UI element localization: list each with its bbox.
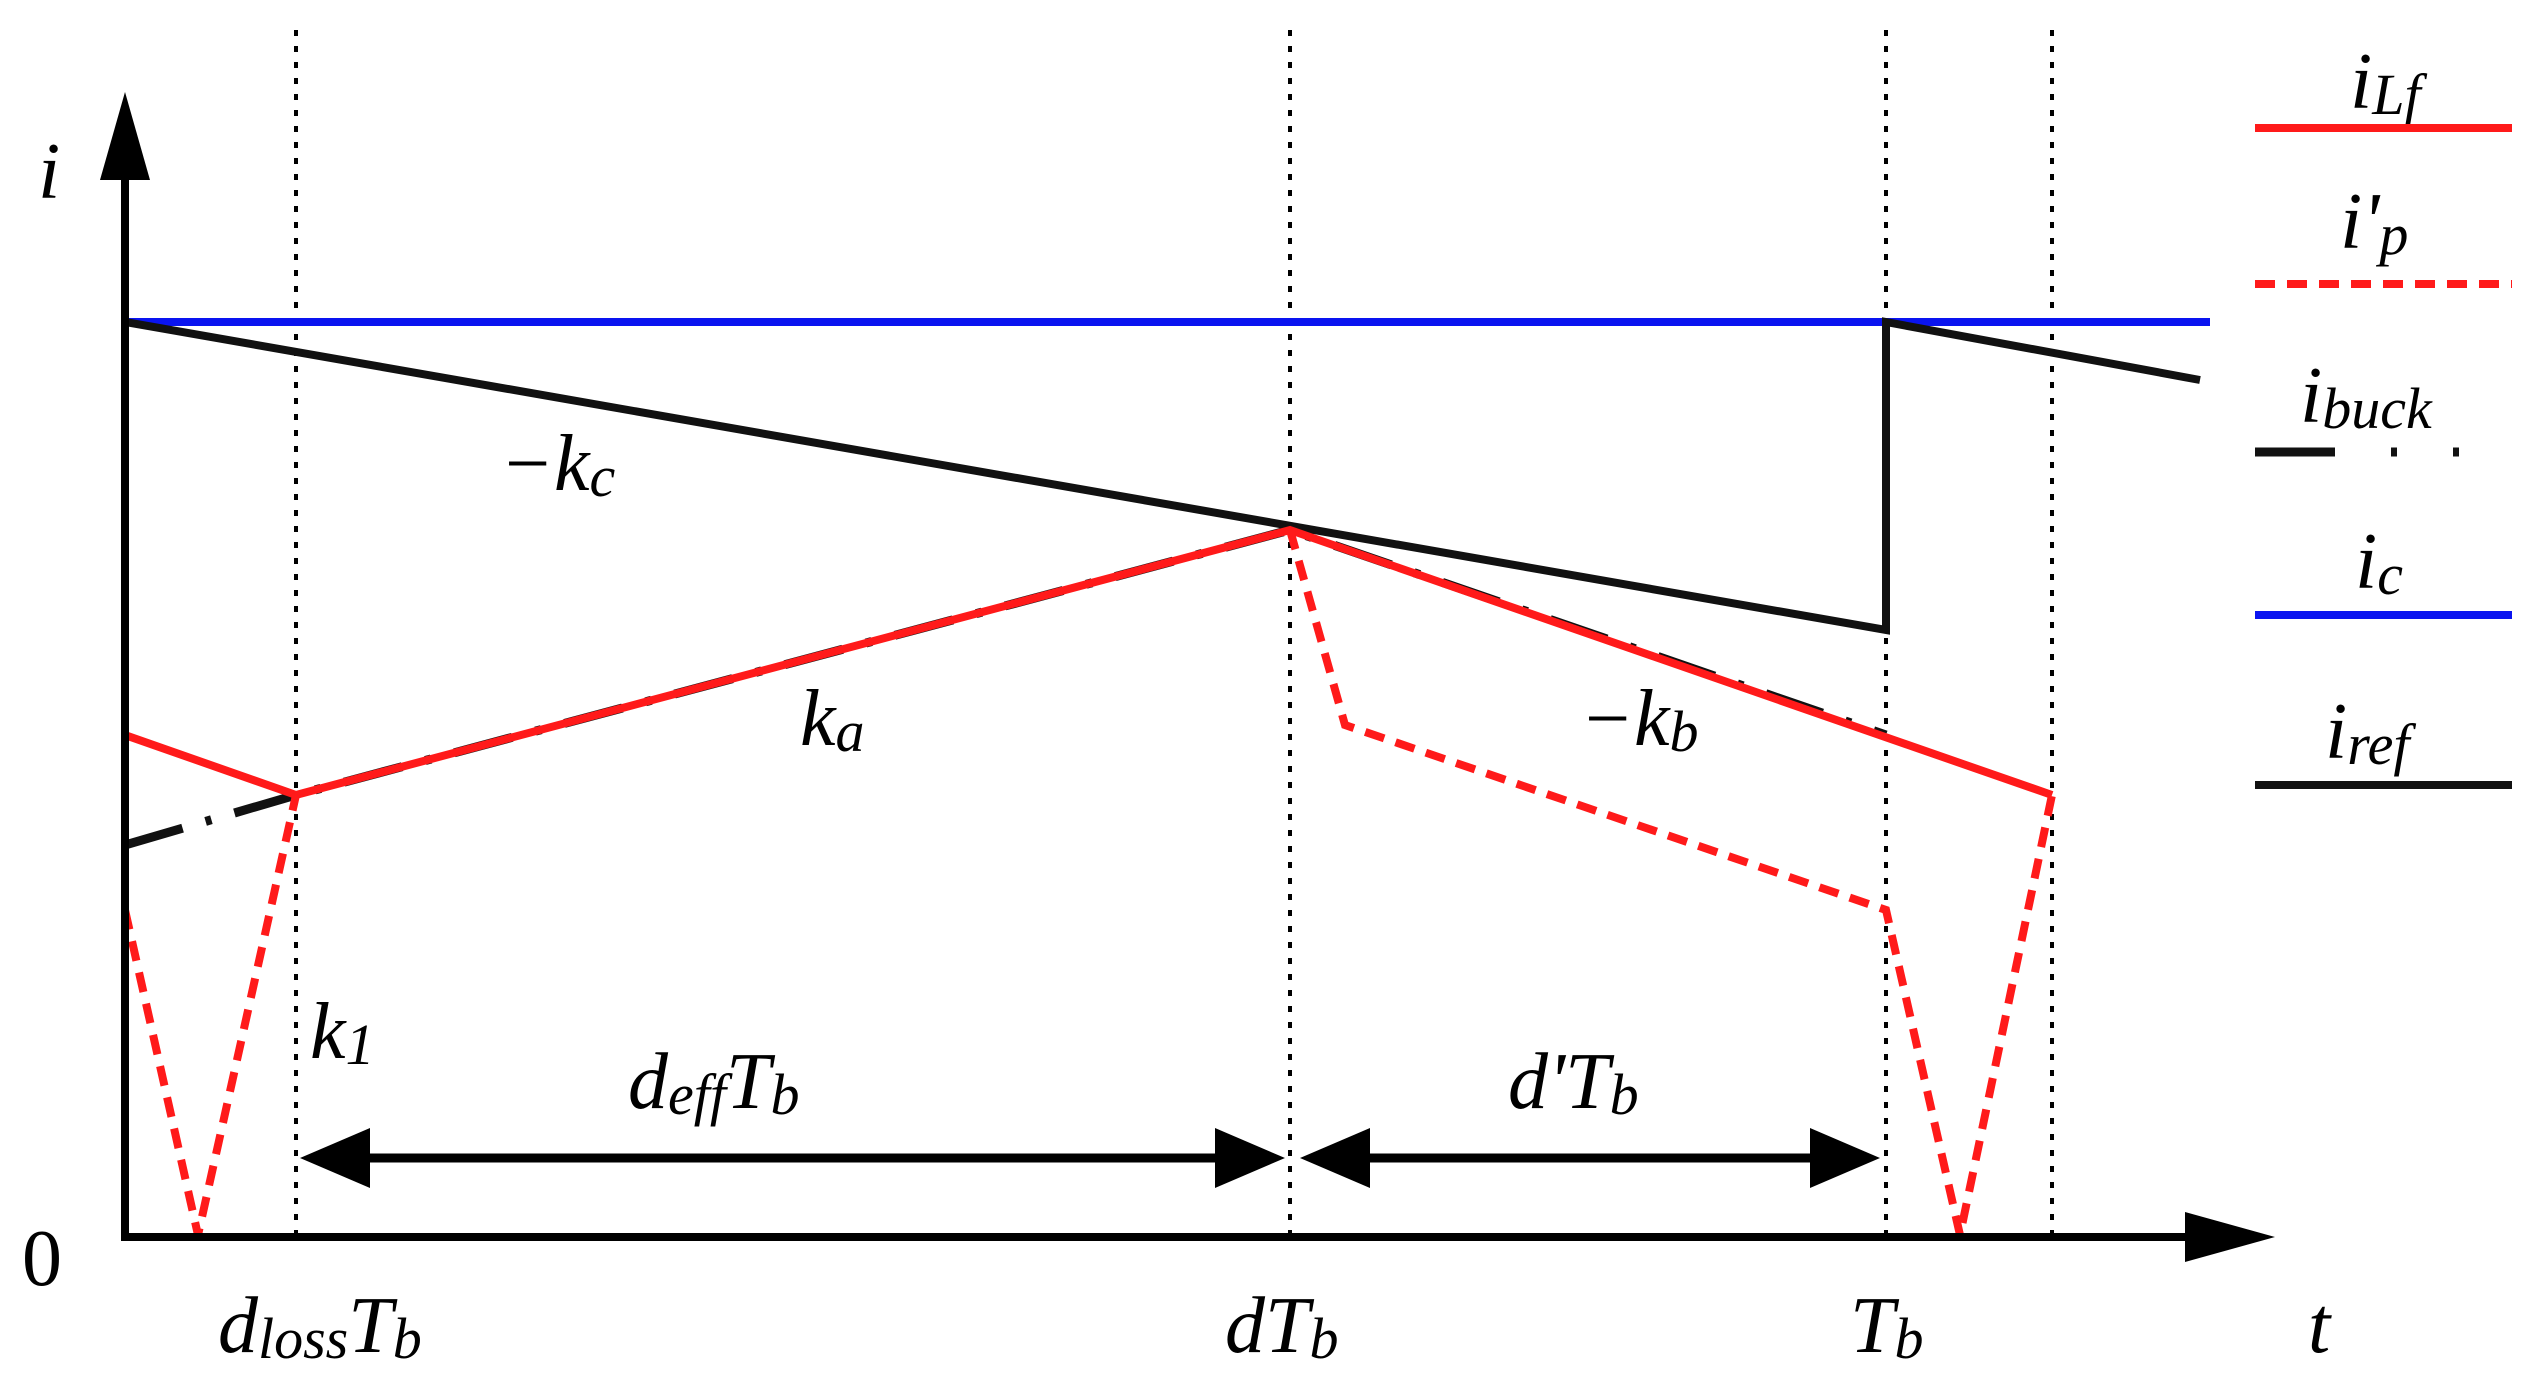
label-slope-k1: k1 [310, 988, 375, 1077]
deff-arrow-left [300, 1128, 370, 1188]
deff-arrow-right [1215, 1128, 1285, 1188]
label-deff-tb: deffTb [628, 1038, 799, 1127]
legend-label-iref: iref [2325, 688, 2416, 777]
dprime-arrow-left [1300, 1128, 1370, 1188]
ip-line-2 [1286, 528, 2056, 1236]
legend: iLf i'p ibuck ic iref [2255, 38, 2512, 789]
origin-label: 0 [22, 1215, 62, 1303]
y-axis-arrow [100, 92, 150, 180]
legend-label-ibuck: ibuck [2300, 352, 2433, 441]
x-axis-label: t [2308, 1282, 2332, 1370]
ip-line [121, 794, 300, 1236]
guide-lines [294, 30, 2054, 1245]
y-axis-label: i [38, 128, 60, 216]
axes [100, 92, 2275, 1262]
label-dprime-tb: d'Tb [1508, 1038, 1639, 1127]
tick-dtb: dTb [1225, 1282, 1339, 1371]
interval-arrows [300, 1128, 1880, 1188]
ilf-line [123, 525, 2054, 800]
legend-label-ip: i'p [2340, 178, 2408, 267]
label-slope-kb: −kb [1580, 675, 1699, 764]
x-axis-arrow [2185, 1212, 2275, 1262]
tick-dloss-tb: dlossTb [218, 1282, 422, 1371]
label-slope-ka: ka [800, 675, 865, 764]
legend-label-ic: ic [2355, 518, 2403, 607]
tick-tb: Tb [1850, 1282, 1924, 1371]
legend-label-ilf: iLf [2350, 38, 2427, 127]
dprime-arrow-right [1810, 1128, 1880, 1188]
iref-line [124, 317, 2201, 635]
label-slope-kc: −kc [500, 420, 616, 509]
